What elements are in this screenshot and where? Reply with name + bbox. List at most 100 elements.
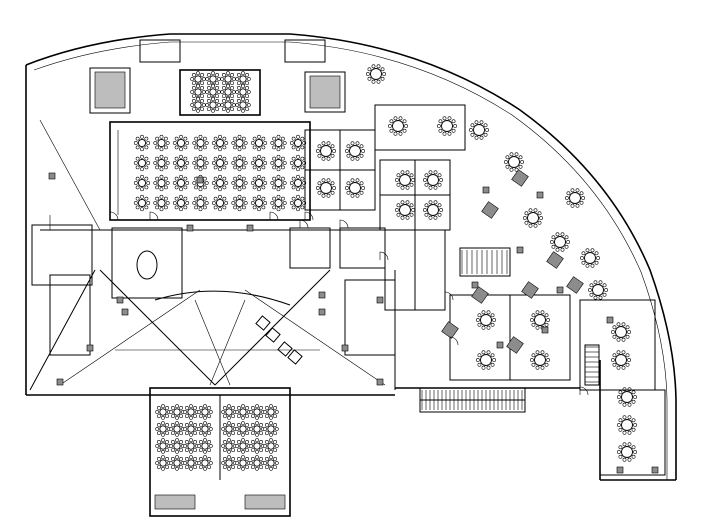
chair [184,405,189,410]
chair [505,164,510,169]
private-table [315,178,337,198]
chair [617,395,621,399]
banquet-table [211,174,229,192]
chair [451,119,456,124]
door-swing [149,211,159,221]
chair [163,205,168,210]
round-table [293,138,303,148]
private-table [475,310,497,330]
round-table [254,138,264,148]
chair [579,191,584,196]
chair [237,147,242,152]
chair [243,201,248,205]
chair [155,205,160,210]
door-swing [304,211,314,221]
chair [611,358,615,362]
round-table [267,425,275,433]
chair [250,405,255,410]
chair [179,431,184,436]
chair [231,141,236,145]
chair [551,244,556,249]
chair [237,134,242,139]
banquet-table [155,404,171,420]
round-table [173,459,181,467]
chair [272,196,277,201]
chair [184,439,189,444]
chair [300,165,305,170]
chair [203,415,207,420]
chair [252,205,257,210]
banquet-table [197,455,213,471]
chair [155,136,160,141]
chair [291,136,296,141]
chair [213,156,218,161]
chair [236,448,241,453]
column [651,466,659,474]
chair [211,141,216,145]
chair [202,176,207,181]
chair [159,154,164,159]
round-table [235,138,244,148]
chair [528,208,533,213]
banquet-table [235,438,251,454]
chair [350,156,355,161]
chair [174,205,179,210]
chair [207,414,212,419]
chair [226,97,230,102]
chair [269,449,273,454]
chair [204,181,209,185]
chair [332,149,337,153]
chair [249,410,254,414]
chair [252,165,257,170]
chair [191,107,196,112]
chair [231,77,236,81]
chair [273,422,278,427]
chair [241,185,246,190]
round-table [215,178,225,188]
chair [566,240,571,244]
chair [483,132,488,137]
chair [169,461,174,465]
chair [564,235,569,240]
round-table [194,88,202,96]
chair [581,260,586,265]
chair [280,156,285,161]
chair [235,90,240,94]
chair [241,404,245,409]
chair [206,85,211,90]
chair [393,131,398,136]
chair [540,310,545,315]
chair [252,136,257,141]
round-table [441,120,453,132]
chair [156,456,161,461]
chair [409,203,414,208]
chair [436,124,441,128]
chair [273,448,278,453]
chair [250,201,255,205]
chair [400,185,405,190]
chair [433,215,438,220]
chair [296,154,300,159]
chair [236,72,241,77]
chair [263,444,268,448]
chair [481,325,486,330]
private-table [580,248,601,268]
chair [192,141,197,145]
chair [198,456,203,461]
round-table [253,459,261,467]
chair [233,185,238,190]
chair [203,466,207,471]
chair [264,414,269,419]
chair [159,194,164,199]
chair [389,119,394,124]
chair [594,260,599,265]
chair [250,414,255,419]
door-swing [109,211,119,221]
chair [235,77,240,81]
banquet-table [190,97,206,113]
chair [211,108,215,113]
round-table [201,425,209,433]
chair [169,410,174,414]
chair [241,84,245,89]
round-table [209,101,217,109]
